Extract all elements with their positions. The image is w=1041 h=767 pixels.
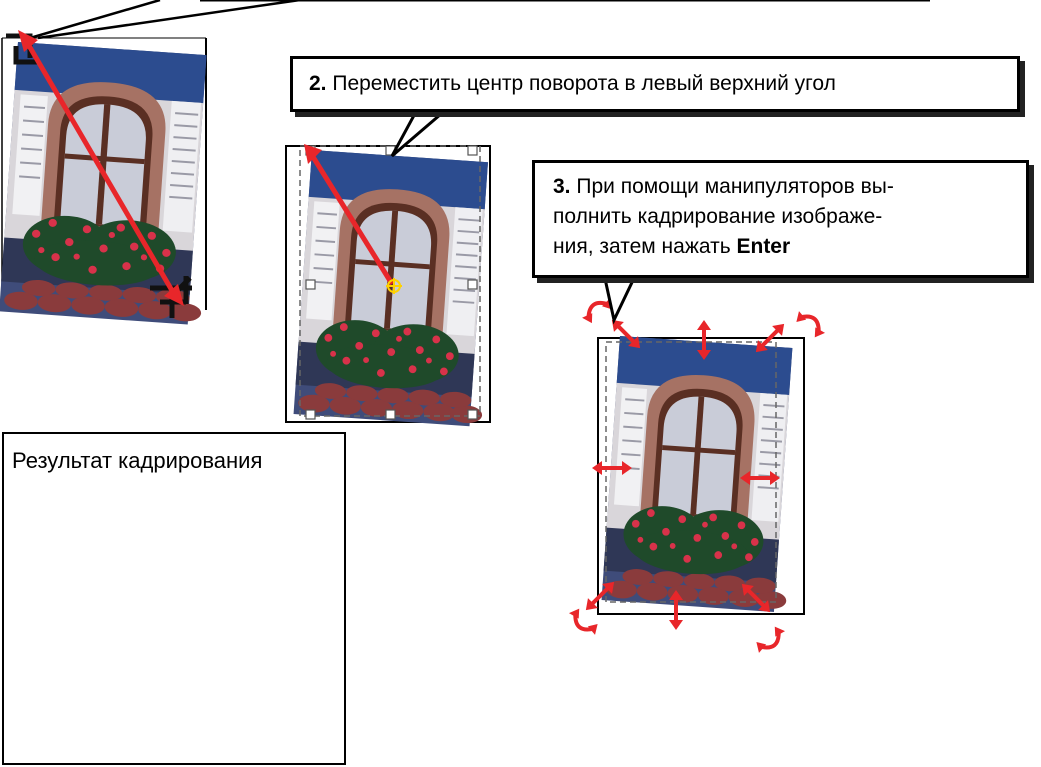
result-box: Результат кадрирования	[2, 432, 346, 765]
step3-line1: 3. При помощи манипуляторов вы-	[553, 172, 1008, 202]
step2-callout: 2. Переместить центр поворота в левый ве…	[290, 56, 1020, 112]
result-title: Результат кадрирования	[12, 448, 263, 473]
photo-step3	[564, 292, 830, 658]
step3-callout: 3. При помощи манипуляторов вы- полнить …	[532, 160, 1029, 278]
step3-line3: ния, затем нажать Enter	[553, 232, 1008, 262]
photo-step1	[0, 30, 221, 327]
step3-line1-text: При помощи манипуляторов вы-	[576, 175, 894, 198]
step3-line2: полнить кадрирование изображе-	[553, 205, 883, 228]
enter-key-label: Enter	[736, 235, 791, 258]
diagonal-arrow	[25, 42, 177, 296]
step2-text: Переместить центр поворота в левый верхн…	[332, 72, 836, 95]
step3-line3-text: ния, затем нажать	[553, 235, 737, 258]
step1-callout-fragment	[29, 0, 930, 40]
photo-step2	[285, 144, 501, 429]
callout-pointers	[390, 106, 639, 325]
step2-number: 2.	[309, 72, 327, 95]
step3-number: 3.	[553, 175, 571, 198]
